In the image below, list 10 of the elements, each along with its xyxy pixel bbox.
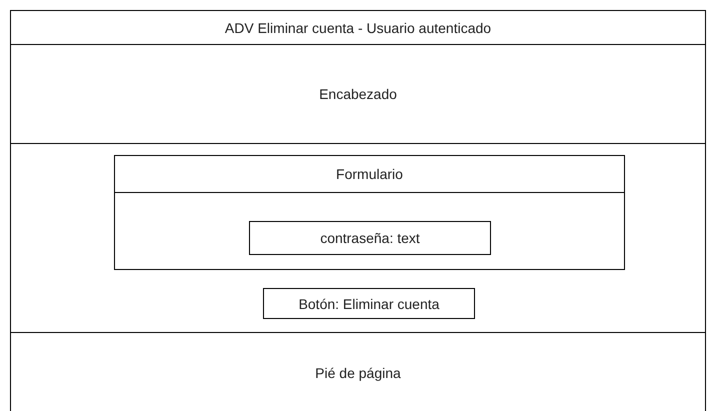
- form-title: Formulario: [336, 166, 403, 182]
- section-label: Pié de página: [315, 365, 401, 381]
- form-panel: [114, 155, 625, 270]
- section-label: Encabezado: [319, 86, 397, 102]
- delete-button: Botón: Eliminar cuenta: [263, 288, 475, 319]
- content-section: [11, 143, 705, 333]
- page-frame: [10, 10, 706, 411]
- field-label: contraseña: text: [320, 230, 420, 246]
- page-title: ADV Eliminar cuenta - Usuario autenticado: [224, 20, 492, 36]
- input-field: [249, 221, 491, 255]
